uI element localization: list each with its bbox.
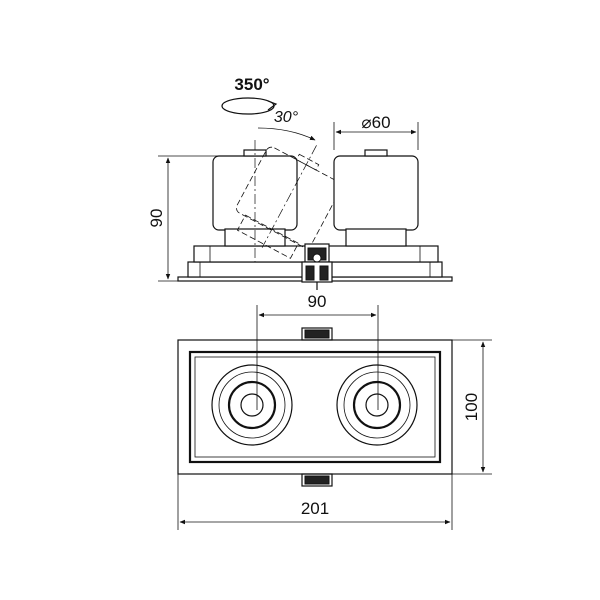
spring-clip	[301, 243, 333, 290]
height-label: 90	[147, 209, 166, 228]
spacing-dimension: 90	[256, 292, 379, 410]
left-lamp-module	[212, 140, 298, 262]
width-dimension: 201	[177, 474, 453, 530]
outer-frame	[177, 339, 453, 475]
spacing-label: 90	[308, 292, 327, 311]
tilt-angle-label: 30°	[274, 109, 299, 126]
plan-view: 90	[177, 292, 492, 530]
top-clip-tab	[301, 327, 333, 341]
depth-dimension: 100	[452, 339, 492, 475]
right-lamp-module	[333, 149, 419, 247]
height-dimension: 90	[147, 155, 240, 282]
diameter-label: ⌀60	[361, 113, 390, 132]
right-lamp-top	[336, 364, 418, 446]
left-lamp-top	[211, 364, 293, 446]
inner-frame	[188, 350, 442, 464]
side-view: 90 ⌀60 30° 350°	[147, 75, 453, 290]
tilt-angle-indicator: 30°	[257, 109, 316, 141]
left-lamp-tilted-outline	[236, 145, 342, 259]
diameter-dimension: ⌀60	[333, 113, 419, 150]
rotation-indicator: 350°	[221, 75, 278, 115]
bottom-clip-tab	[301, 473, 333, 487]
rotation-label: 350°	[234, 75, 269, 94]
inner-opening	[194, 356, 436, 458]
width-label: 201	[301, 499, 329, 518]
depth-label: 100	[462, 393, 481, 421]
